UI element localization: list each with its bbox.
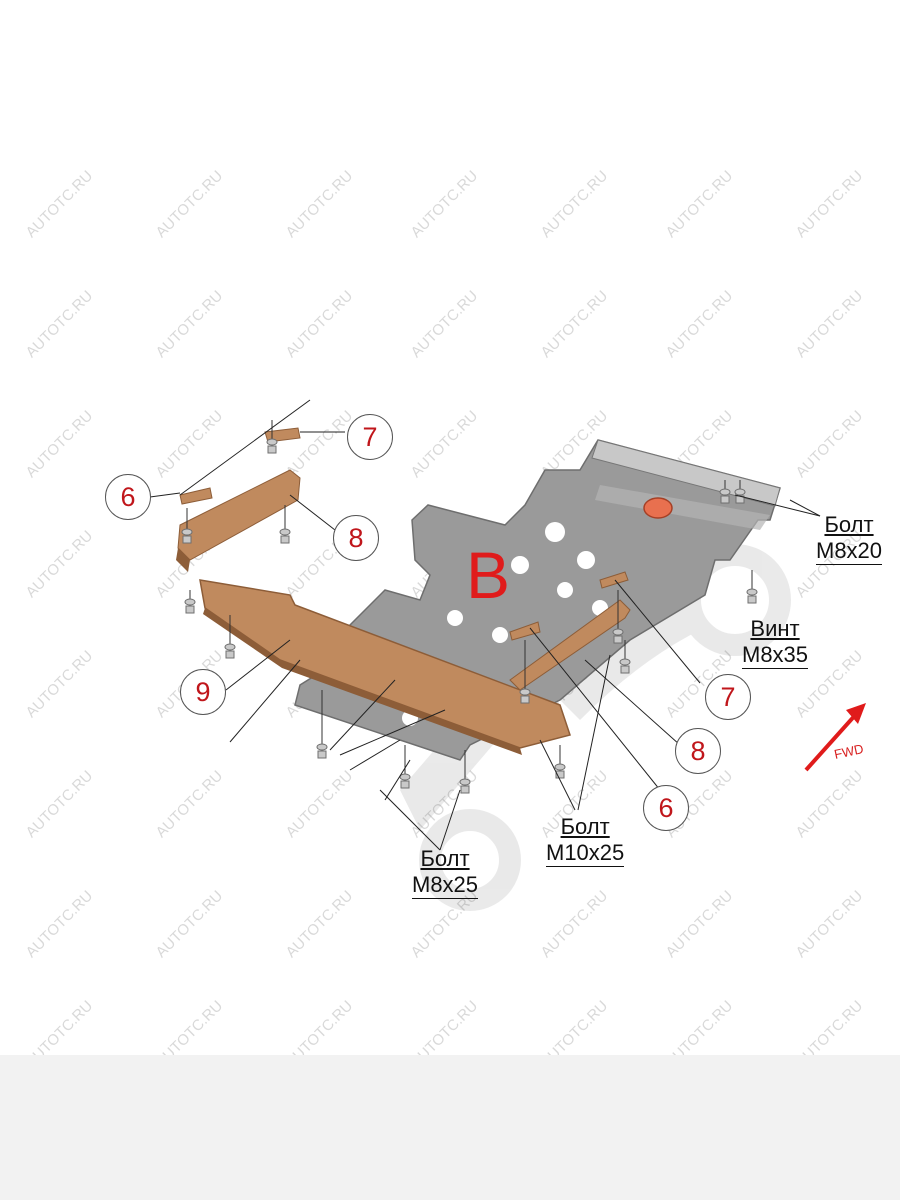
watermark-text: AUTOTC.RU <box>663 887 737 961</box>
washer <box>719 488 731 496</box>
watermark-text: AUTOTC.RU <box>538 887 612 961</box>
washer <box>612 628 624 636</box>
washer <box>181 528 193 536</box>
watermark-text: AUTOTC.RU <box>793 167 867 241</box>
bolt-head <box>747 595 757 604</box>
watermark-text: AUTOTC.RU <box>153 767 227 841</box>
watermark-text: AUTOTC.RU <box>408 167 482 241</box>
watermark-text: AUTOTC.RU <box>283 167 357 241</box>
bolt-head <box>520 695 530 704</box>
watermark-text: AUTOTC.RU <box>663 997 737 1055</box>
fasteners <box>181 420 758 794</box>
bolt-m8x20-size: M8x20 <box>816 538 883 565</box>
washer <box>554 763 566 771</box>
bolt-head <box>267 445 277 454</box>
watermark-text: AUTOTC.RU <box>23 767 97 841</box>
washer <box>266 438 278 446</box>
washer <box>619 658 631 666</box>
exploded-assembly-diagram: AUTOTC.RU AUTOTC.RU AUTOTC.RU AUTOTC.RU AUTO… <box>23 167 867 1055</box>
part-number-9: 9 <box>180 669 226 715</box>
watermark-text: AUTOTC.RU <box>153 287 227 361</box>
watermark-text: AUTOTC.RU <box>283 887 357 961</box>
watermark-text: AUTOTC.RU <box>153 407 227 481</box>
watermark-text: AUTOTC.RU <box>538 167 612 241</box>
screw-m8x35-label: Винт M8x35 <box>742 616 809 669</box>
bolt-m10x25-label: Болт M10x25 <box>546 814 625 867</box>
bolt-head <box>400 780 410 789</box>
washer <box>316 743 328 751</box>
watermark-text: AUTOTC.RU <box>538 997 612 1055</box>
leader-lines <box>149 399 821 851</box>
part-number-6-left: 6 <box>105 474 151 520</box>
part-number-7-top: 7 <box>347 414 393 460</box>
bolt-head <box>555 770 565 779</box>
watermark-text: AUTOTC.RU <box>23 527 97 601</box>
part-number-6-bottom: 6 <box>643 785 689 831</box>
washer <box>399 773 411 781</box>
bolt-head <box>720 495 730 504</box>
bolt-head <box>460 785 470 794</box>
screw-m8x35-size: M8x35 <box>742 642 809 669</box>
bolt-head <box>613 635 623 644</box>
watermark-text: AUTOTC.RU <box>23 167 97 241</box>
washer <box>734 488 746 496</box>
fwd-arrow-icon <box>804 703 866 772</box>
bolt-m8x20-name: Болт <box>824 512 874 537</box>
footer-band <box>0 1055 900 1200</box>
watermark-text: AUTOTC.RU <box>793 997 867 1055</box>
section-letter: B <box>466 538 511 612</box>
watermark-text: AUTOTC.RU <box>793 287 867 361</box>
bolt-m8x25-label: Болт M8x25 <box>412 846 479 899</box>
watermark-text: AUTOTC.RU <box>408 997 482 1055</box>
watermark-text: AUTOTC.RU <box>408 407 482 481</box>
watermark-text: AUTOTC.RU <box>663 167 737 241</box>
screw-m8x35-name: Винт <box>750 616 800 641</box>
washer <box>279 528 291 536</box>
watermark-text: AUTOTC.RU <box>153 997 227 1055</box>
bolt-m8x25-name: Болт <box>420 846 470 871</box>
watermark-text: AUTOTC.RU <box>23 407 97 481</box>
bolt-head <box>182 535 192 544</box>
watermark-text: AUTOTC.RU <box>663 287 737 361</box>
part-number-8-right: 8 <box>675 728 721 774</box>
bolt-head <box>620 665 630 674</box>
watermark-text: AUTOTC.RU <box>23 287 97 361</box>
watermark-text: AUTOTC.RU <box>283 407 357 481</box>
watermark-text: AUTOTC.RU <box>283 287 357 361</box>
watermark-text: AUTOTC.RU <box>283 767 357 841</box>
watermark-text: AUTOTC.RU <box>408 287 482 361</box>
watermark-text: AUTOTC.RU <box>23 887 97 961</box>
part-number-8-top: 8 <box>333 515 379 561</box>
watermark-text: AUTOTC.RU <box>23 647 97 721</box>
washer <box>746 588 758 596</box>
washer <box>519 688 531 696</box>
watermark-text: AUTOTC.RU <box>153 167 227 241</box>
bolt-head <box>225 650 235 659</box>
bolt-m8x25-size: M8x25 <box>412 872 479 899</box>
bracket-parts <box>176 427 631 755</box>
bolt-m10x25-size: M10x25 <box>546 840 625 867</box>
part-number-7-right: 7 <box>705 674 751 720</box>
bolt-head <box>280 535 290 544</box>
bolt-head <box>317 750 327 759</box>
washer <box>459 778 471 786</box>
bolt-head <box>185 605 195 614</box>
washer <box>184 598 196 606</box>
watermark-text: AUTOTC.RU <box>793 887 867 961</box>
washer <box>224 643 236 651</box>
watermark-text: AUTOTC.RU <box>793 407 867 481</box>
watermark-text: AUTOTC.RU <box>153 887 227 961</box>
watermark-text: AUTOTC.RU <box>793 767 867 841</box>
bolt-m8x20-label: Болт M8x20 <box>816 512 883 565</box>
watermark-text: AUTOTC.RU <box>283 997 357 1055</box>
bolt-m10x25-name: Болт <box>560 814 610 839</box>
watermark-text: AUTOTC.RU <box>23 997 97 1055</box>
watermark-text: AUTOTC.RU <box>538 287 612 361</box>
